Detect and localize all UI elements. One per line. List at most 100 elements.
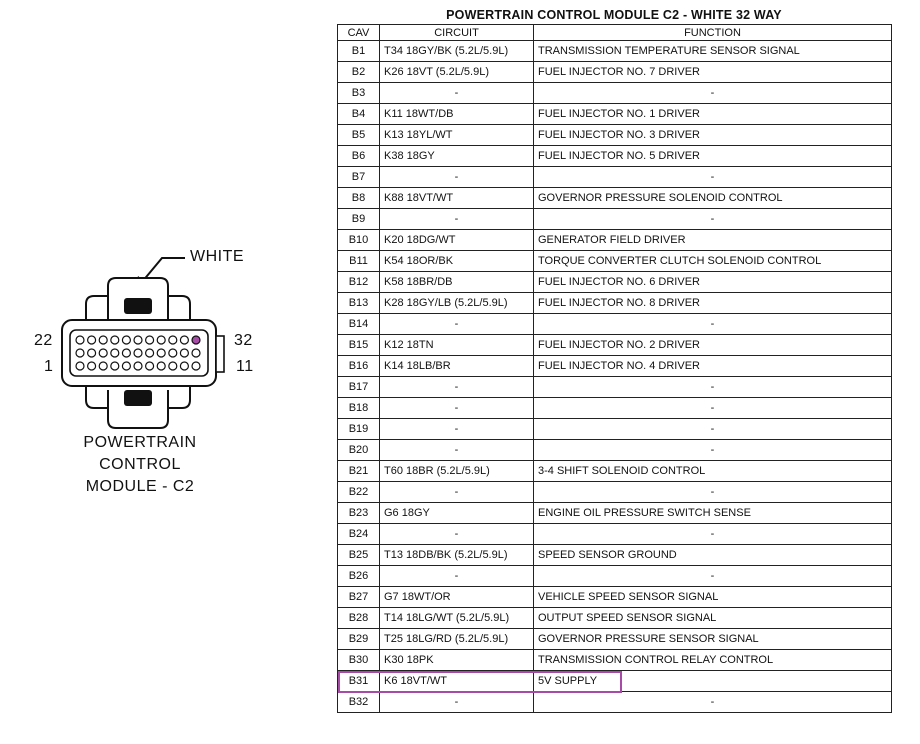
circuit-cell: - <box>379 313 534 335</box>
top-latch-tab <box>124 298 152 314</box>
cav-cell: B2 <box>337 61 380 83</box>
function-cell: - <box>533 82 892 104</box>
table-header-row: CAV CIRCUIT FUNCTION <box>337 24 892 41</box>
cav-cell: B5 <box>337 124 380 146</box>
cav-cell: B16 <box>337 355 380 377</box>
table-row: B22-- <box>337 481 892 503</box>
pin <box>133 335 143 345</box>
function-cell: VEHICLE SPEED SENSOR SIGNAL <box>533 586 892 608</box>
pin <box>156 335 166 345</box>
table-row: B32-- <box>337 691 892 713</box>
function-cell: TORQUE CONVERTER CLUTCH SOLENOID CONTROL <box>533 250 892 272</box>
pin <box>156 361 166 371</box>
table-row: B7-- <box>337 166 892 188</box>
function-cell: 3-4 SHIFT SOLENOID CONTROL <box>533 460 892 482</box>
pin <box>110 348 120 358</box>
pin <box>110 335 120 345</box>
connector-drawing <box>61 257 225 429</box>
function-cell: TRANSMISSION TEMPERATURE SENSOR SIGNAL <box>533 40 892 62</box>
cav-cell: B17 <box>337 376 380 398</box>
circuit-cell: G6 18GY <box>379 502 534 524</box>
cav-cell: B27 <box>337 586 380 608</box>
header-cav: CAV <box>337 24 380 41</box>
circuit-cell: T25 18LG/RD (5.2L/5.9L) <box>379 628 534 650</box>
pin <box>98 348 108 358</box>
pin <box>156 348 166 358</box>
circuit-cell: - <box>379 691 534 713</box>
circuit-cell: T60 18BR (5.2L/5.9L) <box>379 460 534 482</box>
function-cell: - <box>533 376 892 398</box>
cav-cell: B22 <box>337 481 380 503</box>
label-leader-line <box>141 257 185 283</box>
function-cell: OUTPUT SPEED SENSOR SIGNAL <box>533 607 892 629</box>
cav-cell: B15 <box>337 334 380 356</box>
cav-cell: B10 <box>337 229 380 251</box>
circuit-cell: T14 18LG/WT (5.2L/5.9L) <box>379 607 534 629</box>
connector-caption: POWERTRAIN CONTROL MODULE - C2 <box>40 432 240 498</box>
cav-cell: B18 <box>337 397 380 419</box>
pin-label-22: 22 <box>34 332 53 349</box>
cav-cell: B25 <box>337 544 380 566</box>
function-cell: GOVERNOR PRESSURE SOLENOID CONTROL <box>533 187 892 209</box>
table-row: B19-- <box>337 418 892 440</box>
cav-cell: B4 <box>337 103 380 125</box>
pin <box>179 361 189 371</box>
circuit-cell: - <box>379 82 534 104</box>
cav-cell: B28 <box>337 607 380 629</box>
cav-cell: B1 <box>337 40 380 62</box>
circuit-cell: K6 18VT/WT <box>379 670 534 692</box>
cav-cell: B32 <box>337 691 380 713</box>
pin <box>133 361 143 371</box>
header-function: FUNCTION <box>533 24 892 41</box>
cav-cell: B3 <box>337 82 380 104</box>
function-cell: - <box>533 208 892 230</box>
circuit-cell: - <box>379 376 534 398</box>
pin <box>168 348 178 358</box>
cav-cell: B6 <box>337 145 380 167</box>
pin <box>121 335 132 345</box>
circuit-cell: - <box>379 397 534 419</box>
circuit-cell: K26 18VT (5.2L/5.9L) <box>379 61 534 83</box>
function-cell: FUEL INJECTOR NO. 2 DRIVER <box>533 334 892 356</box>
function-cell: - <box>533 397 892 419</box>
circuit-cell: - <box>379 208 534 230</box>
function-cell: - <box>533 565 892 587</box>
circuit-cell: - <box>379 523 534 545</box>
table-row: B18-- <box>337 397 892 419</box>
pin <box>121 348 132 358</box>
circuit-cell: T13 18DB/BK (5.2L/5.9L) <box>379 544 534 566</box>
function-cell: FUEL INJECTOR NO. 8 DRIVER <box>533 292 892 314</box>
circuit-cell: - <box>379 439 534 461</box>
pin-label-1: 1 <box>44 358 54 375</box>
cav-cell: B8 <box>337 187 380 209</box>
pin <box>145 361 155 371</box>
function-cell: FUEL INJECTOR NO. 4 DRIVER <box>533 355 892 377</box>
connector-color-label: WHITE <box>190 248 245 265</box>
circuit-cell: K28 18GY/LB (5.2L/5.9L) <box>379 292 534 314</box>
cav-cell: B21 <box>337 460 380 482</box>
pin <box>86 335 97 345</box>
function-cell: SPEED SENSOR GROUND <box>533 544 892 566</box>
cav-cell: B31 <box>337 670 380 692</box>
caption-line: MODULE - C2 <box>85 478 195 495</box>
pin <box>121 361 132 371</box>
pin <box>168 335 178 345</box>
function-cell: - <box>533 691 892 713</box>
pin <box>168 361 178 371</box>
cav-cell: B26 <box>337 565 380 587</box>
pin-label-11: 11 <box>236 358 254 375</box>
cav-cell: B29 <box>337 628 380 650</box>
pin <box>75 348 85 358</box>
cav-cell: B14 <box>337 313 380 335</box>
